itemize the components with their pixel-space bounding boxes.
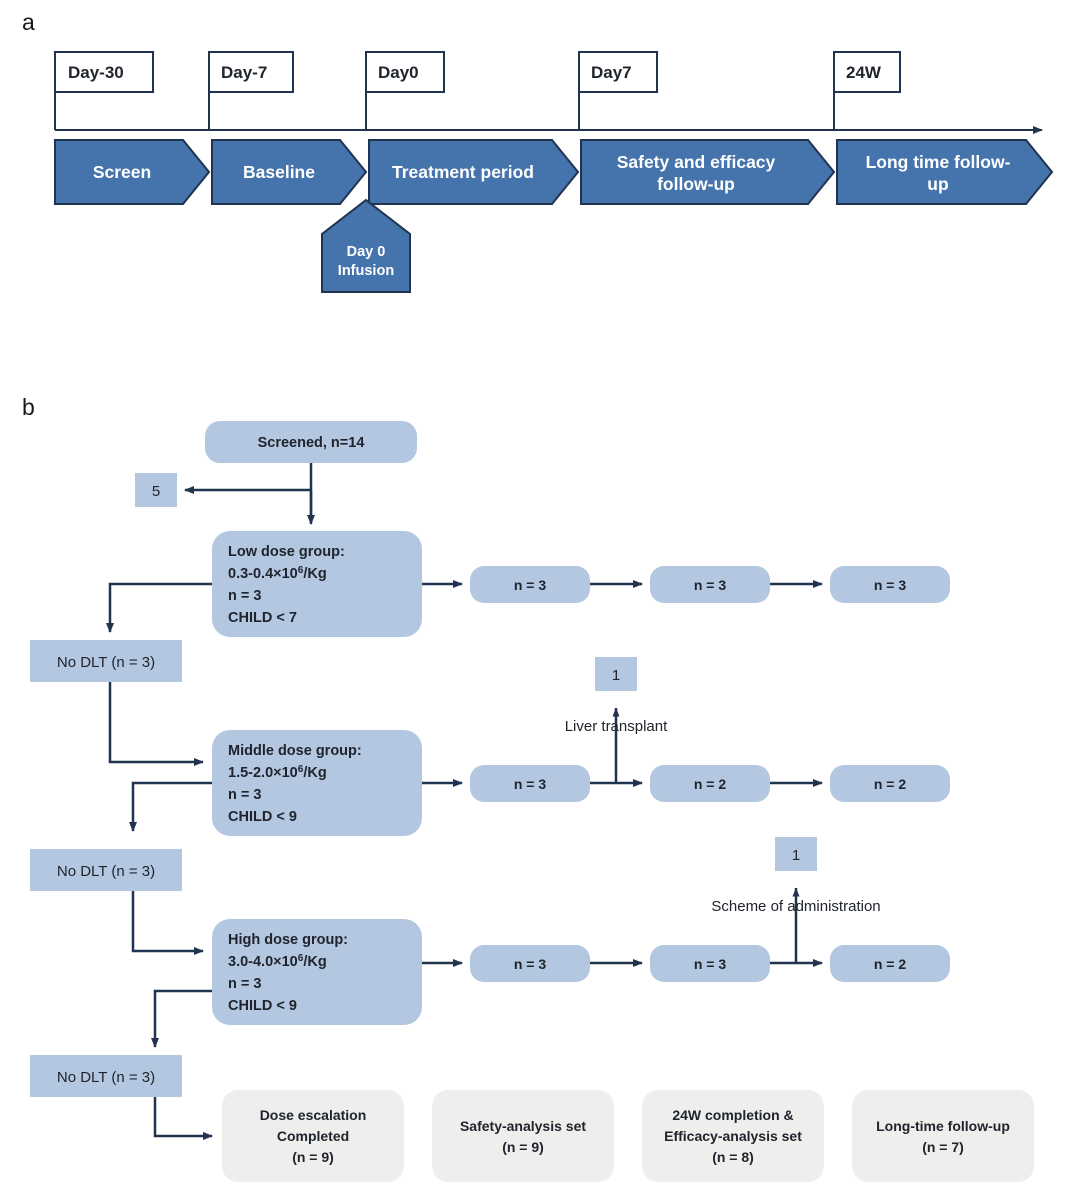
phase-arrow-safety-efficacy-followup: Safety and efficacy follow-up [580, 139, 836, 205]
followup-label: n = 2 [874, 956, 907, 972]
panel-b-label: b [22, 394, 35, 420]
tick-label: 24W [846, 63, 882, 82]
timeline-tick: Day-30 [54, 51, 154, 93]
followup-box: n = 3 [470, 945, 590, 982]
no-dlt-box: No DLT (n = 3) [30, 640, 182, 682]
excluded-label: 5 [152, 483, 160, 500]
dose-group-child: CHILD < 9 [228, 809, 297, 825]
excluded-box: 5 [135, 473, 177, 507]
dose-group-title: High dose group: [228, 932, 348, 948]
infusion-marker: Day 0 Infusion [321, 198, 411, 293]
followup-box: n = 3 [470, 566, 590, 603]
phase-arrow-treatment-period: Treatment period [368, 139, 580, 205]
summary-box-long-time-followup: Long-time follow-up (n = 7) [852, 1090, 1034, 1182]
annotation-count-box: 1 [595, 657, 637, 691]
tick-label: Day-7 [221, 63, 267, 82]
dose-group-middle: Middle dose group: 1.5-2.0×106/Kg n = 3 … [212, 730, 422, 836]
followup-box: n = 3 [650, 566, 770, 603]
phase-label: Baseline [243, 162, 315, 182]
dose-group-child: CHILD < 9 [228, 998, 297, 1014]
summary-label: 24W completion & [672, 1107, 793, 1123]
connector [129, 781, 212, 832]
summary-box-24w-efficacy: 24W completion & Efficacy-analysis set (… [642, 1090, 824, 1182]
followup-box: n = 3 [470, 765, 590, 802]
followup-box: n = 2 [830, 765, 950, 802]
dose-group-low: Low dose group: 0.3-0.4×106/Kg n = 3 CHI… [212, 531, 422, 637]
summary-box-dose-escalation: Dose escalation Completed (n = 9) [222, 1090, 404, 1182]
summary-box-safety-analysis: Safety-analysis set (n = 9) [432, 1090, 614, 1182]
timeline-tick: Day-7 [208, 51, 294, 93]
phase-label: Screen [93, 162, 151, 182]
screened-label: Screened, n=14 [258, 435, 365, 451]
summary-label: Dose escalation [260, 1107, 367, 1123]
phase-label: Safety and efficacy [617, 152, 776, 172]
followup-label: n = 3 [514, 577, 547, 593]
followup-box: n = 3 [830, 566, 950, 603]
followup-label: n = 2 [694, 776, 727, 792]
annotation-count-label: 1 [792, 847, 800, 864]
summary-label: Efficacy-analysis set [664, 1128, 802, 1144]
followup-box: n = 2 [830, 945, 950, 982]
timeline-panel: Day-30 Day-7 Day0 Day7 24W Screen Baseli… [54, 51, 1054, 293]
dose-group-dose: 3.0-4.0×106/Kg [228, 953, 327, 970]
no-dlt-label: No DLT (n = 3) [57, 654, 155, 671]
summary-label: (n = 7) [922, 1139, 964, 1155]
annotation-label: Scheme of administration [711, 898, 880, 915]
summary-label: (n = 9) [292, 1149, 334, 1165]
panel-a-label: a [22, 9, 35, 35]
tick-label: Day7 [591, 63, 632, 82]
no-dlt-box: No DLT (n = 3) [30, 1055, 182, 1097]
annotation-count-box: 1 [775, 837, 817, 871]
phase-arrow-baseline: Baseline [211, 139, 368, 205]
dose-group-title: Low dose group: [228, 544, 345, 560]
flowchart-panel: Screened, n=14 5 Low dose group: 0.3-0.4… [30, 421, 1034, 1182]
no-dlt-label: No DLT (n = 3) [57, 863, 155, 880]
phase-arrow-long-time-followup: Long time follow- up [836, 139, 1054, 205]
tick-label: Day0 [378, 63, 419, 82]
timeline-tick: Day7 [578, 51, 658, 93]
timeline-tick: 24W [833, 51, 901, 93]
connector [151, 989, 212, 1048]
dose-group-dose: 0.3-0.4×106/Kg [228, 565, 327, 582]
summary-label: Safety-analysis set [460, 1118, 586, 1134]
infusion-label: Infusion [338, 263, 394, 279]
no-dlt-label: No DLT (n = 3) [57, 1069, 155, 1086]
annotation-label: Liver transplant [565, 718, 668, 735]
no-dlt-box: No DLT (n = 3) [30, 849, 182, 891]
phase-arrow-screen: Screen [54, 139, 211, 205]
summary-label: (n = 8) [712, 1149, 754, 1165]
screened-box: Screened, n=14 [205, 421, 417, 463]
dose-group-n: n = 3 [228, 787, 261, 803]
annotation-count-label: 1 [612, 667, 620, 684]
dose-group-n: n = 3 [228, 976, 261, 992]
tick-label: Day-30 [68, 63, 124, 82]
followup-label: n = 3 [514, 776, 547, 792]
infusion-label: Day 0 [347, 244, 386, 260]
timeline-tick: Day0 [365, 51, 445, 93]
dose-group-high: High dose group: 3.0-4.0×106/Kg n = 3 CH… [212, 919, 422, 1025]
phase-label: follow-up [657, 174, 735, 194]
connector [106, 582, 212, 633]
dose-group-n: n = 3 [228, 588, 261, 604]
connector [153, 1097, 213, 1140]
followup-label: n = 3 [874, 577, 907, 593]
summary-label: Completed [277, 1128, 349, 1144]
connector [131, 891, 204, 955]
summary-label: Long-time follow-up [876, 1118, 1010, 1134]
connector [108, 682, 204, 766]
phase-label: Long time follow- [866, 152, 1011, 172]
followup-label: n = 2 [874, 776, 907, 792]
dose-group-dose: 1.5-2.0×106/Kg [228, 764, 327, 781]
summary-label: (n = 9) [502, 1139, 544, 1155]
followup-box: n = 3 [650, 945, 770, 982]
phase-label: Treatment period [392, 162, 534, 182]
dose-group-title: Middle dose group: [228, 743, 362, 759]
followup-box: n = 2 [650, 765, 770, 802]
phase-label: up [927, 174, 948, 194]
followup-label: n = 3 [514, 956, 547, 972]
followup-label: n = 3 [694, 577, 727, 593]
dose-group-child: CHILD < 7 [228, 610, 297, 626]
followup-label: n = 3 [694, 956, 727, 972]
